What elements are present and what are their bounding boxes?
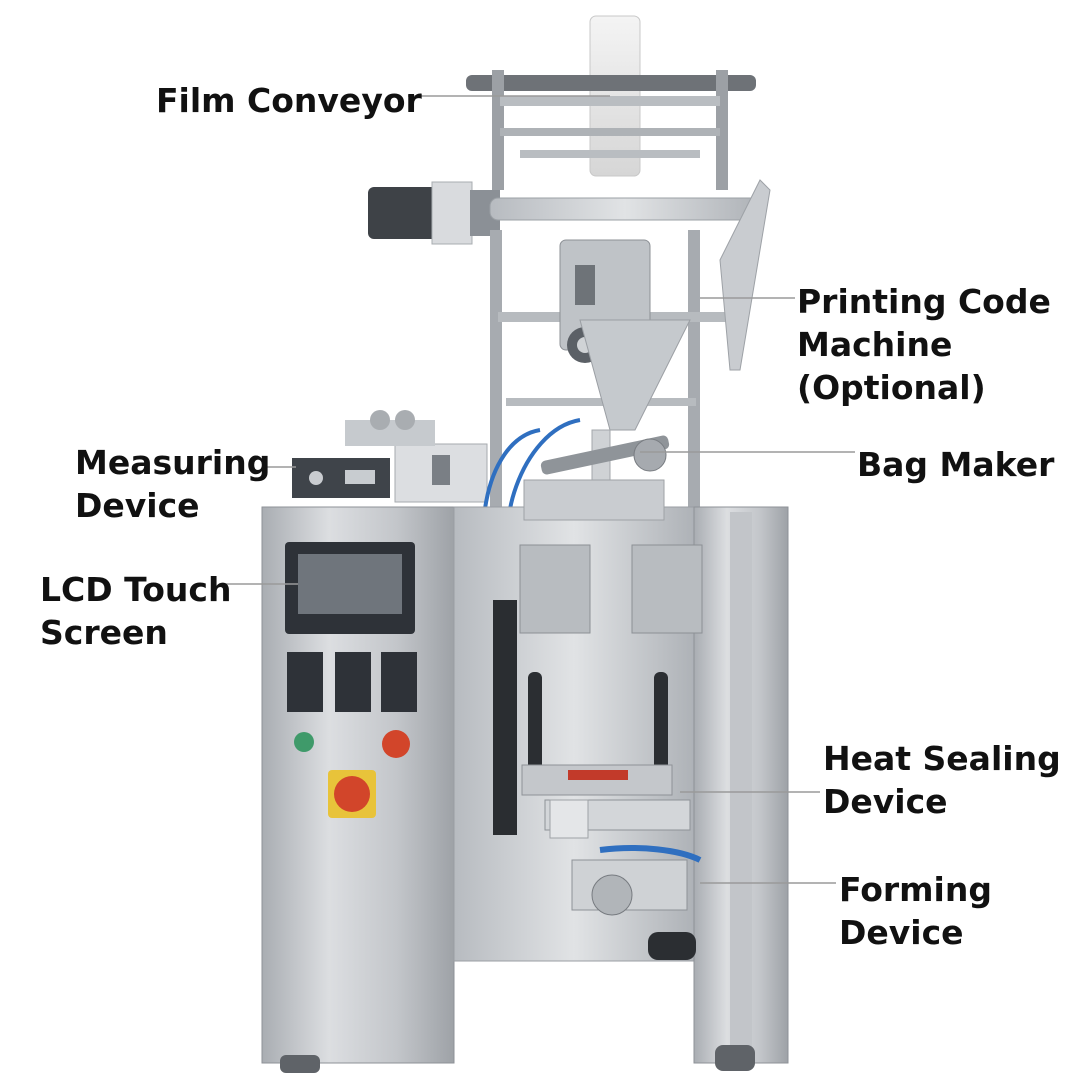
callout-printing-code-line-3: (Optional) <box>797 368 986 407</box>
heat-sealing-device <box>521 764 702 863</box>
callout-measuring-device-line-2: Device <box>75 486 200 525</box>
film-roller-shaft <box>466 75 756 91</box>
control-panel <box>285 542 417 818</box>
callout-lcd-touch-screen-line-1: LCD Touch <box>40 570 232 609</box>
callout-heat-sealing-line-2: Device <box>823 782 948 821</box>
leader-lines <box>222 95 855 884</box>
measuring-device <box>292 410 488 503</box>
cable-drag-chain <box>493 600 517 835</box>
callout-forming-device-line-2: Device <box>839 913 964 952</box>
callout-lcd-touch-screen-line-2: Screen <box>40 613 168 652</box>
callout-lcd-touch-screen: LCD Touch Screen <box>40 568 231 654</box>
callout-forming-device-line-1: Forming <box>839 870 992 909</box>
callout-printing-code-machine: Printing Code Machine (Optional) <box>797 280 1051 409</box>
callout-heat-sealing-device: Heat Sealing Device <box>823 737 1061 823</box>
callout-measuring-device: Measuring Device <box>75 441 270 527</box>
callout-heat-sealing-line-1: Heat Sealing <box>823 739 1061 778</box>
callout-forming-device: Forming Device <box>839 868 992 954</box>
callout-printing-code-line-2: Machine <box>797 325 953 364</box>
callout-film-conveyor-line-1: Film Conveyor <box>156 81 422 120</box>
bag-maker-arm <box>540 435 670 475</box>
drive-motor <box>368 181 500 245</box>
vertical-sealer <box>519 544 703 790</box>
callout-measuring-device-line-1: Measuring <box>75 443 271 482</box>
film-conveyor-unit <box>466 15 756 190</box>
callout-printing-code-line-1: Printing Code <box>797 282 1051 321</box>
callout-bag-maker: Bag Maker <box>857 443 1054 486</box>
callout-bag-maker-line-1: Bag Maker <box>857 445 1055 484</box>
forming-device <box>571 859 696 960</box>
callout-film-conveyor: Film Conveyor <box>156 79 422 122</box>
